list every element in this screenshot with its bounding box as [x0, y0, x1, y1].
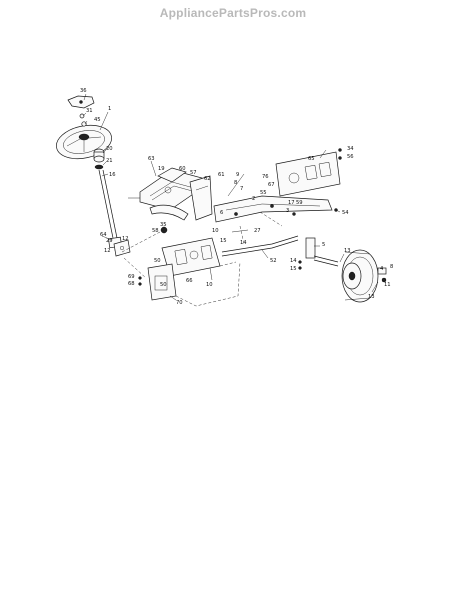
- callout: 20: [106, 146, 113, 152]
- callout: 2: [252, 196, 255, 202]
- callout: 50: [154, 258, 161, 264]
- callout: 5: [322, 242, 325, 248]
- callout: 9: [236, 172, 239, 178]
- callout: 4: [380, 266, 384, 272]
- callout: 61: [218, 172, 225, 178]
- bolt-15: [298, 266, 302, 270]
- callout: 57: [190, 170, 197, 176]
- callout: 60: [179, 166, 186, 172]
- wheel-hardware: [377, 267, 387, 283]
- front-axle-frame: [213, 195, 333, 223]
- callout: 12: [122, 236, 129, 242]
- callout: 14: [240, 240, 247, 246]
- callout: 69: [128, 274, 135, 280]
- callout: 64: [100, 232, 107, 238]
- callout: 76: [262, 174, 269, 180]
- pedal-plate-right: [275, 151, 341, 197]
- callout: 19: [158, 166, 165, 172]
- leader-lines: [82, 93, 379, 301]
- hardware-31: [79, 113, 85, 119]
- bolt-68: [138, 282, 142, 286]
- steering-cap: [67, 95, 95, 109]
- callout: 15: [290, 266, 297, 272]
- callout: 58: [152, 228, 159, 234]
- callout: 56: [347, 154, 354, 160]
- callout: 13: [368, 294, 375, 300]
- callout-labels: 36 1 31 45 20 21 16 63 19 60 57 61 62 9 …: [80, 88, 393, 306]
- callout: 1: [108, 106, 111, 112]
- callout: 29: [106, 238, 113, 244]
- steering-bushing: [93, 148, 105, 170]
- callout: 66: [186, 278, 193, 284]
- callout: 65: [308, 156, 315, 162]
- drag-link: [221, 235, 299, 257]
- callout: 6: [220, 210, 223, 216]
- callout: 14: [290, 258, 297, 264]
- bolt-14: [298, 260, 302, 264]
- callout: 10: [206, 282, 213, 288]
- callout: 3: [286, 208, 289, 214]
- callout: 31: [86, 108, 93, 114]
- callout: 50: [160, 282, 167, 288]
- callout: 8: [234, 180, 237, 186]
- spindle: [305, 237, 339, 267]
- hardware-45: [81, 121, 87, 127]
- support-bracket: [189, 175, 213, 221]
- callout: 21: [106, 158, 113, 164]
- bolt-69: [138, 276, 142, 280]
- callout: 8: [390, 264, 393, 270]
- callout: 35: [160, 222, 167, 228]
- assembly-guide-lines: [121, 211, 283, 307]
- bolt-34: [338, 148, 342, 152]
- callout: 16: [109, 172, 116, 178]
- lower-shaft-bracket: [113, 239, 131, 257]
- callout: 27: [254, 228, 261, 234]
- callout: 11: [384, 282, 391, 288]
- watermark: AppliancePartsPros.com: [159, 6, 307, 20]
- callout: 67: [268, 182, 275, 188]
- callout: 59: [296, 200, 303, 206]
- callout: 45: [94, 117, 101, 123]
- callout: 54: [342, 210, 349, 216]
- callout: 36: [80, 88, 87, 94]
- sector-gear: [149, 204, 189, 234]
- callout: 68: [128, 281, 135, 287]
- callout: 12: [104, 248, 111, 254]
- callout: 70: [176, 300, 183, 306]
- bolt-55: [292, 212, 296, 216]
- bolt-56: [338, 156, 342, 160]
- callout: 7: [240, 186, 243, 192]
- callout: 63: [148, 156, 155, 162]
- callout: 13: [344, 248, 351, 254]
- callout: 52: [270, 258, 277, 264]
- front-wheel: [341, 249, 379, 303]
- callout: 62: [204, 176, 211, 182]
- callout: 55: [260, 190, 267, 196]
- callout: 17: [288, 200, 295, 206]
- callout: 15: [220, 238, 227, 244]
- callout: 34: [347, 146, 354, 152]
- callout: 10: [212, 228, 219, 234]
